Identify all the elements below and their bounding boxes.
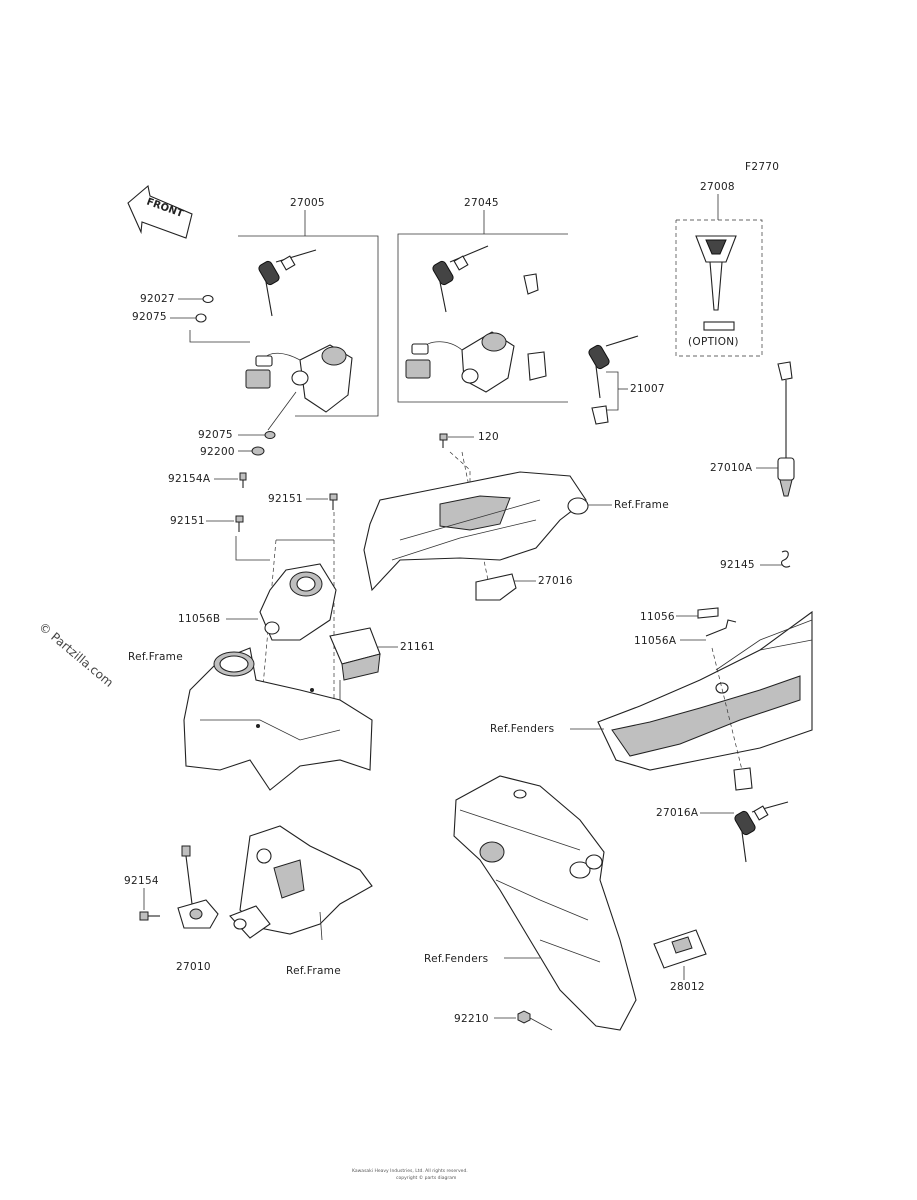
seat-key-icon xyxy=(734,801,789,863)
ref-fenders-right: Ref.Fenders xyxy=(490,723,554,735)
ignition-key-icon xyxy=(588,335,639,399)
washer-icon xyxy=(195,313,207,323)
label-28012: 28012 xyxy=(670,981,705,993)
ref-frame-left: Ref.Frame xyxy=(128,651,183,663)
ignition-key-icon xyxy=(432,245,489,313)
figure-code: F2770 xyxy=(745,161,779,173)
wire-icon xyxy=(705,619,737,637)
label-11056A: 11056A xyxy=(634,635,677,647)
frame-left-icon xyxy=(183,647,373,791)
label-92154A: 92154A xyxy=(168,473,211,485)
label-27045: 27045 xyxy=(464,197,499,209)
bolt-icon xyxy=(329,493,338,510)
washer-icon xyxy=(202,294,214,304)
frame-top-icon xyxy=(363,471,589,592)
bracket-11056B-icon xyxy=(259,563,337,641)
spring-clip-icon xyxy=(781,550,791,568)
label-27016: 27016 xyxy=(538,575,573,587)
frame-bottom-icon xyxy=(229,825,373,941)
lock-cylinder-icon xyxy=(527,351,547,381)
front-arrow-icon: FRONT xyxy=(127,184,193,239)
nut-icon xyxy=(517,1010,531,1024)
lock-cylinder-icon xyxy=(733,767,753,791)
lock-cylinder-icon xyxy=(591,405,609,425)
ref-fenders-bottom: Ref.Fenders xyxy=(424,953,488,965)
label-21007: 21007 xyxy=(630,383,665,395)
bracket-27005 xyxy=(238,235,379,417)
label-27010A: 27010A xyxy=(710,462,753,474)
bracket-small-icon xyxy=(697,607,719,619)
rear-fender-lower-icon xyxy=(453,775,637,1031)
option-key-icon xyxy=(695,235,737,331)
ignition-key-icon xyxy=(258,249,317,317)
label-27008: 27008 xyxy=(700,181,735,193)
label-27005: 27005 xyxy=(290,197,325,209)
label-27010: 27010 xyxy=(176,961,211,973)
sensor-cable-icon xyxy=(777,361,795,497)
footer-line-1: Kawasaki Heavy Industries, Ltd. All righ… xyxy=(352,1168,468,1174)
label-92145: 92145 xyxy=(720,559,755,571)
label-21161: 21161 xyxy=(400,641,435,653)
bracket-27045 xyxy=(397,233,568,403)
label-92075-b: 92075 xyxy=(198,429,233,441)
ref-frame-bottom: Ref.Frame xyxy=(286,965,341,977)
reflector-icon xyxy=(653,929,707,969)
bolt-icon xyxy=(235,515,244,532)
screw-icon xyxy=(439,433,448,448)
ignition-switch-icon xyxy=(405,331,515,393)
bolt-icon xyxy=(239,472,247,488)
label-92200: 92200 xyxy=(200,446,235,458)
label-92151-b: 92151 xyxy=(170,515,205,527)
washer-icon xyxy=(264,431,276,439)
label-92154: 92154 xyxy=(124,875,159,887)
ecu-module-icon xyxy=(321,627,381,721)
washer-icon xyxy=(251,446,265,456)
label-92151-a: 92151 xyxy=(268,493,303,505)
watermark: © Partzilla.com xyxy=(36,620,116,690)
lock-cylinder-icon xyxy=(523,273,539,295)
label-11056B: 11056B xyxy=(178,613,220,625)
footer-line-2: copyright © parts diagram xyxy=(396,1174,456,1181)
bracket-icon xyxy=(475,573,517,601)
rear-fender-icon xyxy=(597,610,813,771)
option-label: (OPTION) xyxy=(688,336,739,348)
bolt-icon xyxy=(139,911,160,921)
ignition-switch-icon xyxy=(245,344,353,413)
label-92075-a: 92075 xyxy=(132,311,167,323)
label-120: 120 xyxy=(478,431,499,443)
side-stand-switch-icon xyxy=(177,845,219,929)
label-92027: 92027 xyxy=(140,293,175,305)
ref-frame-top: Ref.Frame xyxy=(614,499,669,511)
option-box xyxy=(675,219,763,357)
label-92210: 92210 xyxy=(454,1013,489,1025)
label-27016A: 27016A xyxy=(656,807,699,819)
label-11056: 11056 xyxy=(640,611,675,623)
